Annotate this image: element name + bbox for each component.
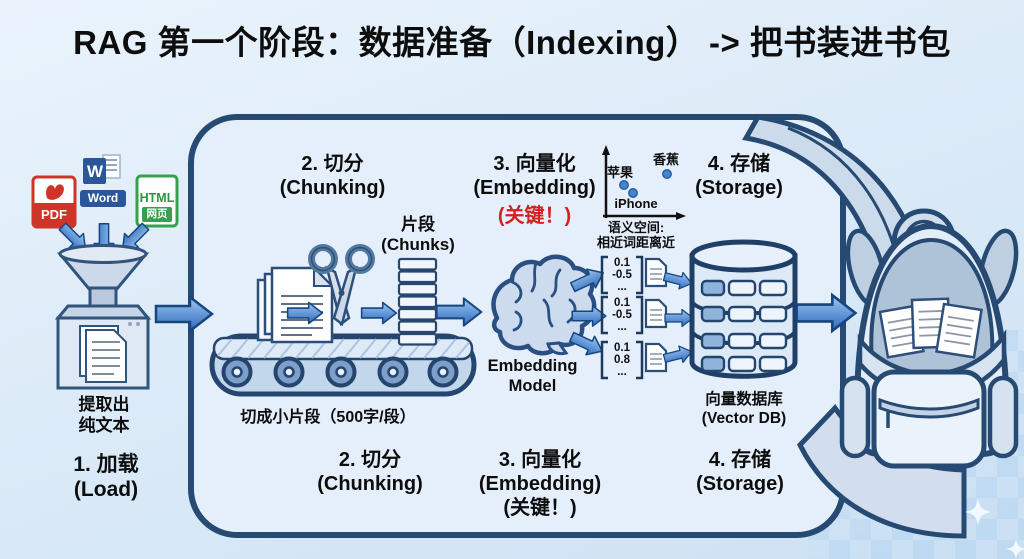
word-icon-label: Word (80, 190, 126, 207)
scatter-label-iphone: iPhone (614, 196, 658, 211)
step-chunking-bottom: 2. 切分 (Chunking) (317, 449, 423, 495)
scissors-icon (308, 244, 375, 327)
scatter-caption: 语义空间: 相近词距离近 (596, 220, 675, 250)
embedding-model-label: Embedding Model (487, 357, 578, 395)
html-icon (135, 174, 179, 228)
step-embedding-bottom: 3. 向量化 (Embedding) (关键！) (478, 449, 602, 519)
conveyor-icon (209, 333, 477, 397)
html-icon-label: HTML (139, 191, 175, 205)
chunking-note: 切成小片段（500字/段） (240, 409, 416, 426)
vector-db-label: 向量数据库 (Vector DB) (701, 391, 787, 427)
step-embedding-top: 3. 向量化 (Embedding) (473, 153, 596, 199)
funnel-icon (56, 244, 150, 308)
step-load-label: 1. 加载 (Load) (73, 453, 139, 501)
word-letter: W (86, 162, 104, 181)
pdf-icon (31, 175, 77, 229)
vector-doc-icons (644, 257, 668, 373)
pdf-icon-label: PDF (41, 207, 67, 222)
semantic-scatter-plot (602, 145, 686, 220)
backpack-books (878, 297, 983, 359)
vector-values-3: 0.1 0.8 ... (614, 342, 630, 378)
html-icon-sublabel: 网页 (146, 208, 168, 220)
backpack-icon (742, 114, 1019, 539)
chunk-stack-icon (397, 257, 438, 346)
step-storage-top: 4. 存储 (Storage) (695, 153, 783, 199)
backpack-pocket (871, 369, 987, 469)
document-stack-icon (256, 265, 335, 344)
vector-brackets (600, 255, 644, 380)
chunks-label: 片段 (Chunks) (381, 215, 455, 254)
conveyor-rollers (221, 356, 459, 388)
vector-values-1: 0.1 -0.5 ... (612, 257, 632, 293)
word-icon (83, 154, 121, 184)
scatter-label-banana: 香蕉 (652, 152, 679, 167)
step-chunking-top: 2. 切分 (Chunking) (279, 153, 386, 199)
database-icon (689, 239, 798, 379)
step-storage-bottom: 4. 存储 (Storage) (696, 449, 784, 495)
extract-note: 提取出 纯文本 (78, 395, 130, 435)
step-embedding-key: (关键！) (497, 205, 572, 227)
page-title: RAG 第一个阶段：数据准备（Indexing） -> 把书装进书包 (73, 24, 951, 61)
extractor-box-icon (54, 304, 152, 390)
vector-values-2: 0.1 -0.5 ... (612, 297, 632, 333)
sparkle-icon (965, 499, 991, 525)
sparkle-icon (1006, 539, 1024, 559)
scatter-label-apple: 苹果 (606, 165, 633, 180)
